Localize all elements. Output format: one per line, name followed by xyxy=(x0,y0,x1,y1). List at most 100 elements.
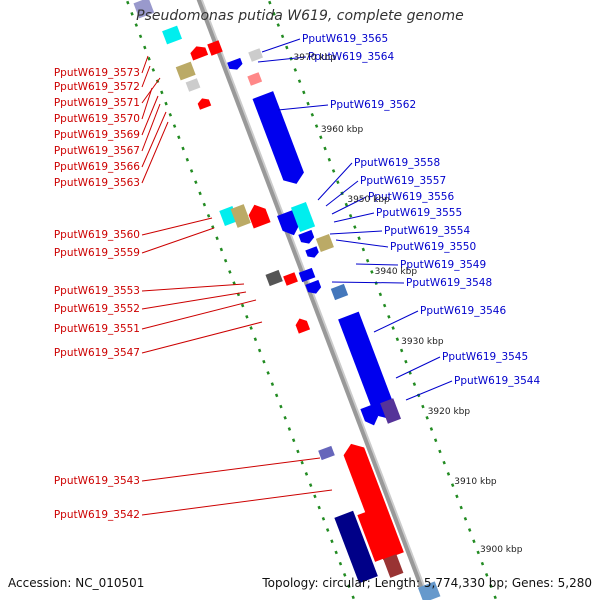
connector-pputw619-3558 xyxy=(317,162,353,201)
scale-label-2: 3960 kbp xyxy=(321,125,364,135)
feature-27 xyxy=(380,398,402,424)
connector-pputw619-3545 xyxy=(395,356,441,379)
feature-25-shape xyxy=(295,318,311,334)
feature-10 xyxy=(197,98,212,110)
feature-4 xyxy=(207,40,223,56)
connector-pputw619-3569 xyxy=(141,95,159,136)
gene-features xyxy=(133,0,441,600)
gene-label-pputw619-3572: PputW619_3572 xyxy=(54,81,140,93)
feature-8 xyxy=(247,72,263,86)
feature-17 xyxy=(298,229,315,244)
gene-label-pputw619-3552: PputW619_3552 xyxy=(54,303,140,315)
feature-3-shape xyxy=(190,46,209,61)
feature-24 xyxy=(330,283,349,301)
gene-labels: PputW619_3573PputW619_3572PputW619_3571P… xyxy=(54,33,541,521)
connector-pputw619-3542 xyxy=(141,489,333,516)
feature-13-shape xyxy=(230,204,251,228)
feature-5-shape xyxy=(248,48,264,62)
gene-label-pputw619-3557: PputW619_3557 xyxy=(360,175,446,187)
label-connectors xyxy=(141,38,453,516)
connector-pputw619-3544 xyxy=(405,380,453,401)
feature-24-shape xyxy=(330,283,349,301)
gene-label-pputw619-3567: PputW619_3567 xyxy=(54,145,140,157)
feature-4-shape xyxy=(207,40,223,56)
feature-33 xyxy=(383,554,404,578)
gene-label-pputw619-3543: PputW619_3543 xyxy=(54,475,140,487)
feature-30 xyxy=(343,443,404,561)
gene-label-pputw619-3554: PputW619_3554 xyxy=(384,225,470,237)
feature-16 xyxy=(290,202,316,232)
feature-15-shape xyxy=(277,209,300,236)
feature-11-shape xyxy=(252,91,304,184)
gene-label-pputw619-3548: PputW619_3548 xyxy=(406,277,492,289)
feature-10-shape xyxy=(197,98,212,110)
connector-pputw619-3556 xyxy=(331,196,367,215)
feature-21 xyxy=(283,272,298,286)
connector-pputw619-3548 xyxy=(331,281,405,284)
connector-pputw619-3551 xyxy=(141,299,257,330)
gene-label-pputw619-3563: PputW619_3563 xyxy=(54,177,140,189)
feature-26-shape xyxy=(338,311,395,419)
feature-1 xyxy=(133,0,155,19)
feature-6 xyxy=(227,57,243,70)
feature-22-shape xyxy=(298,267,316,283)
gene-label-pputw619-3550: PputW619_3550 xyxy=(390,241,476,253)
feature-7 xyxy=(175,61,196,81)
feature-9 xyxy=(185,78,201,92)
scale-label-1: 3970 kbp xyxy=(294,53,337,63)
feature-18 xyxy=(315,233,334,253)
gene-label-pputw619-3569: PputW619_3569 xyxy=(54,129,140,141)
feature-32 xyxy=(357,508,394,562)
connector-pputw619-3553 xyxy=(141,283,245,292)
map-title: Pseudomonas putida W619, complete genome xyxy=(136,8,464,24)
connector-pputw619-3554 xyxy=(329,230,383,235)
feature-19-shape xyxy=(305,246,319,258)
feature-2 xyxy=(162,25,183,45)
gene-label-pputw619-3544: PputW619_3544 xyxy=(454,375,540,387)
feature-33-shape xyxy=(383,554,404,578)
connector-pputw619-3573 xyxy=(141,55,149,74)
feature-25 xyxy=(295,318,311,334)
connector-pputw619-3566 xyxy=(141,111,167,168)
gene-label-pputw619-3565: PputW619_3565 xyxy=(302,33,388,45)
feature-2-shape xyxy=(162,25,183,45)
feature-15 xyxy=(277,209,300,236)
scale-label-3: 3950 kbp xyxy=(347,195,390,205)
gene-label-pputw619-3549: PputW619_3549 xyxy=(400,259,486,271)
connector-pputw619-3562 xyxy=(277,104,329,111)
feature-6-shape xyxy=(227,57,243,70)
gene-label-pputw619-3556: PputW619_3556 xyxy=(368,191,454,203)
gene-label-pputw619-3558: PputW619_3558 xyxy=(354,157,440,169)
feature-26 xyxy=(338,311,395,419)
connector-pputw619-3560 xyxy=(141,217,213,236)
connector-pputw619-3559 xyxy=(141,227,215,254)
connector-pputw619-3543 xyxy=(141,457,321,482)
backbone-line xyxy=(196,0,429,600)
gene-label-pputw619-3562: PputW619_3562 xyxy=(330,99,416,111)
connector-pputw619-3567 xyxy=(141,103,161,152)
feature-30-shape xyxy=(343,443,404,561)
gene-label-pputw619-3547: PputW619_3547 xyxy=(54,347,140,359)
connector-pputw619-3570 xyxy=(141,87,153,120)
feature-8-shape xyxy=(247,72,263,86)
gene-label-pputw619-3573: PputW619_3573 xyxy=(54,67,140,79)
feature-3 xyxy=(190,46,209,61)
feature-34-shape xyxy=(417,581,441,600)
feature-28-shape xyxy=(360,404,379,426)
feature-17-shape xyxy=(298,229,315,244)
connector-pputw619-3549 xyxy=(355,263,399,266)
feature-31 xyxy=(334,510,378,584)
connector-pputw619-3565 xyxy=(261,38,301,53)
feature-20-shape xyxy=(265,269,283,287)
feature-14 xyxy=(248,204,271,229)
feature-22 xyxy=(298,267,316,283)
gene-label-pputw619-3545: PputW619_3545 xyxy=(442,351,528,363)
connector-pputw619-3550 xyxy=(335,239,389,248)
feature-29-shape xyxy=(318,445,335,461)
feature-1-shape xyxy=(133,0,155,19)
feature-31-shape xyxy=(334,510,378,584)
feature-23 xyxy=(305,279,322,294)
genome-info-text: Topology: circular; Length: 5,774,330 bp… xyxy=(262,576,592,590)
gene-label-pputw619-3546: PputW619_3546 xyxy=(420,305,506,317)
feature-19 xyxy=(305,246,319,258)
